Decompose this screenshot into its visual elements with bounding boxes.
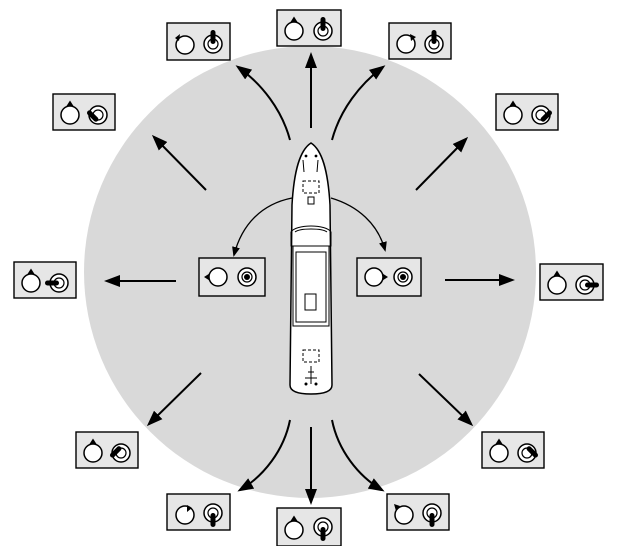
joystick-knob-icon [110,443,131,463]
direction-knob-icon [394,504,414,525]
joystick-knob-icon [393,267,413,287]
joystick-knob-icon [313,517,333,541]
direction-knob-icon [175,505,195,525]
panel-diagonal-back-left [75,431,139,469]
direction-knob-icon [204,267,228,287]
panel-rotate-left [198,257,266,297]
ship-icon [289,142,333,395]
joystick-knob-icon [203,503,223,527]
panel-left [13,261,77,299]
panel-right [539,263,604,301]
panel-rotate-right [356,257,422,297]
panel-diagonal-back-right [481,431,545,469]
panel-forward [276,9,342,47]
joystick-knob-icon [422,503,442,527]
joystick-knob-icon [87,105,108,125]
direction-knob-icon [21,268,41,293]
direction-knob-icon [503,100,523,125]
joystick-knob-icon [424,30,444,54]
arrow-icon [104,52,515,505]
direction-knob-icon [83,438,103,463]
panel-diagonal-forward-left [52,93,116,131]
direction-knob-icon [284,515,304,540]
joystick-knob-icon [237,267,257,287]
direction-knob-icon [284,16,304,41]
joystick-knob-icon [203,30,223,54]
direction-knob-icon [175,34,195,55]
panel-forward-right [388,22,452,60]
joystick-knob-icon [45,273,69,293]
joystick-knob-icon [517,443,538,463]
panel-backward [276,507,342,546]
joystick-knob-icon [575,275,599,295]
panel-back-left [166,493,231,531]
panel-diagonal-forward-right [495,93,559,131]
joystick-knob-icon [531,105,552,125]
direction-knob-icon [489,438,509,463]
panel-forward-left [166,22,231,61]
joystick-knob-icon [313,17,333,41]
panel-back-right [386,493,450,531]
direction-knob-icon [396,34,416,54]
direction-knob-icon [60,100,80,125]
direction-knob-icon [364,267,388,287]
direction-knob-icon [547,270,567,295]
